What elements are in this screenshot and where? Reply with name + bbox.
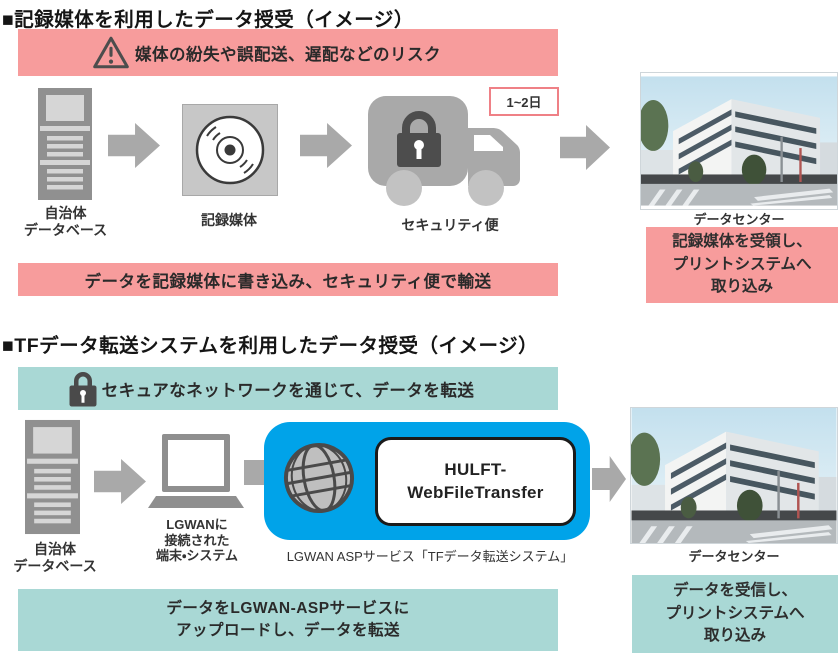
- database-label-line1: 自治体: [44, 205, 87, 221]
- database-label-2: 自治体 データベース: [0, 541, 110, 575]
- terminal-line3: 端末・システム: [155, 548, 239, 564]
- lock-icon: [68, 369, 98, 408]
- flow-arrow-1: [108, 123, 160, 168]
- database-server-icon: [38, 88, 92, 200]
- courier-label: セキュリティ便: [401, 217, 499, 233]
- media-label: 記録媒体: [201, 212, 257, 228]
- result1-line3: 取り込み: [710, 278, 773, 296]
- terminal-line1: LGWANに: [166, 517, 228, 532]
- database2-line1: 自治体: [34, 541, 76, 557]
- secure-banner-text: セキュアなネットワークを通じて、データを転送: [101, 381, 475, 400]
- process2-line1: データをLGWAN-ASPサービスに: [166, 599, 410, 617]
- globe-icon: [279, 438, 359, 518]
- section1-process-banner: データを記録媒体に書き込み、セキュリティ便で輸送: [18, 263, 558, 296]
- datacenter-label-2: データセンター: [688, 549, 780, 564]
- recording-media-icon: [182, 104, 278, 196]
- process2-line2: アップロードし、データを転送: [175, 622, 400, 639]
- section2-secure-banner: セキュアなネットワークを通じて、データを転送: [18, 367, 558, 410]
- datacenter-photo-2: [630, 407, 838, 544]
- section2-title: ■TFデータ転送システムを利用したデータ授受（イメージ）: [2, 335, 539, 357]
- security-truck-icon: [368, 94, 530, 208]
- flow-arrow-5: [592, 456, 626, 502]
- database-label: 自治体 データベース: [8, 205, 123, 239]
- section2-result-box: データを受信し、 プリントシステムへ 取り込み: [632, 575, 838, 653]
- risk-banner-text: 媒体の紛失や誤配送、遅配などのリスク: [135, 45, 441, 64]
- process-banner2-text: データをLGWAN-ASPサービスに アップロードし、データを転送: [166, 598, 409, 643]
- result1-line2: プリントシステムへ: [672, 255, 812, 273]
- product-line1: HULFT-: [444, 459, 507, 479]
- database-label-line2: データベース: [23, 221, 108, 238]
- product-name-box: HULFT- WebFileTransfer: [375, 437, 576, 526]
- section1-title: ■記録媒体を利用したデータ授受（イメージ）: [2, 9, 414, 31]
- warning-icon: [92, 34, 130, 71]
- result2-line2: プリントシステムへ: [665, 604, 805, 622]
- datacenter-label: データセンター: [693, 212, 785, 227]
- service-label: LGWAN ASPサービス「TFデータ転送システム」: [286, 549, 574, 564]
- flow-arrow-4: [94, 459, 146, 504]
- terminal-label: LGWANに 接続された 端末・システム: [140, 517, 254, 564]
- database2-line2: データベース: [13, 557, 97, 574]
- section1-risk-banner: 媒体の紛失や誤配送、遅配などのリスク: [18, 29, 558, 76]
- flow-arrow-3: [560, 125, 610, 170]
- transfer-service-box: HULFT- WebFileTransfer: [264, 422, 590, 540]
- terminal-laptop-icon: [148, 434, 244, 514]
- process-banner-text: データを記録媒体に書き込み、セキュリティ便で輸送: [84, 272, 492, 291]
- datacenter-photo: [640, 72, 838, 210]
- duration-badge: 1~2日: [489, 87, 559, 116]
- product-line2: WebFileTransfer: [407, 482, 544, 502]
- result2-line3: 取り込み: [703, 627, 766, 645]
- result2-line1: データを受信し、: [672, 582, 797, 600]
- terminal-line2: 接続された: [164, 532, 230, 548]
- flow-arrow-2: [300, 123, 352, 168]
- result1-line1: 記録媒体を受領し、: [672, 233, 812, 251]
- database-server-icon-2: [25, 419, 80, 535]
- section2-process-banner: データをLGWAN-ASPサービスに アップロードし、データを転送: [18, 589, 558, 651]
- section1-result-box: 記録媒体を受領し、 プリントシステムへ 取り込み: [646, 227, 838, 303]
